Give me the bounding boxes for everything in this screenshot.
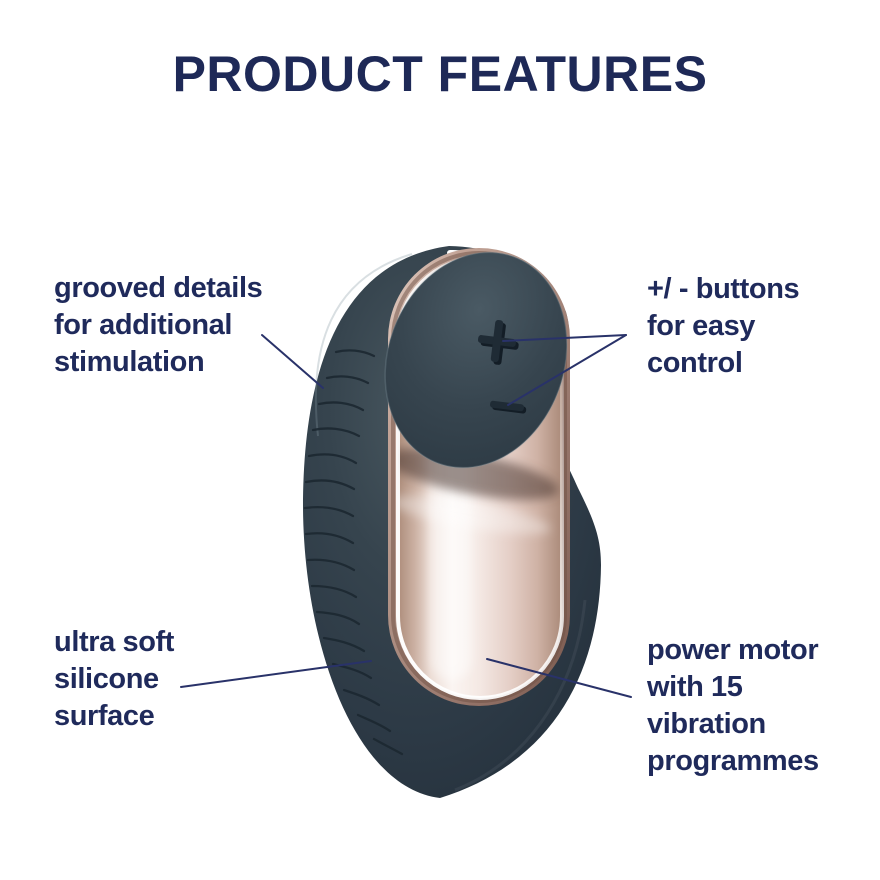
annotation-line: silicone bbox=[54, 663, 159, 695]
metal-bright-band bbox=[398, 495, 551, 535]
annotation-line: surface bbox=[54, 700, 155, 732]
minus-button-icon bbox=[490, 400, 527, 414]
leader-silicone-surface bbox=[180, 660, 372, 688]
annotation-line: power motor bbox=[647, 634, 819, 666]
annotation-line: for additional bbox=[54, 309, 233, 341]
leader-grooved-details bbox=[261, 334, 324, 389]
body-contour-highlight bbox=[314, 253, 413, 437]
metal-dark-reflection bbox=[398, 448, 559, 500]
annotation-line: with 15 bbox=[647, 671, 743, 703]
inset-module bbox=[384, 248, 570, 706]
leader-plus-button bbox=[502, 334, 627, 342]
plus-button-icon bbox=[477, 320, 519, 365]
annotation-line: for easy bbox=[647, 310, 756, 342]
annotation-line: stimulation bbox=[54, 346, 205, 378]
device bbox=[303, 246, 601, 798]
control-panel-edge bbox=[384, 251, 568, 469]
page-title: PRODUCT FEATURES bbox=[172, 46, 708, 102]
leader-minus-button bbox=[507, 334, 627, 406]
body-bottom-sheen bbox=[454, 599, 587, 792]
annotation-power-motor: power motor with 15 vibration programmes bbox=[647, 632, 819, 780]
annotation-line: programmes bbox=[647, 745, 819, 777]
annotation-grooved-details: grooved details for additional stimulati… bbox=[54, 270, 263, 381]
annotation-line: control bbox=[647, 347, 743, 379]
annotation-plus-minus-buttons: +/ - buttons for easy control bbox=[647, 271, 800, 382]
leader-power-motor bbox=[486, 658, 632, 698]
groove-lines bbox=[303, 349, 404, 756]
annotation-line: vibration bbox=[647, 708, 766, 740]
annotation-silicone-surface: ultra soft silicone surface bbox=[54, 624, 174, 735]
annotation-line: ultra soft bbox=[54, 626, 175, 658]
control-panel bbox=[385, 252, 567, 468]
annotation-line: +/ - buttons bbox=[647, 273, 800, 305]
leader-lines bbox=[180, 334, 632, 698]
annotation-line: grooved details bbox=[54, 272, 263, 304]
